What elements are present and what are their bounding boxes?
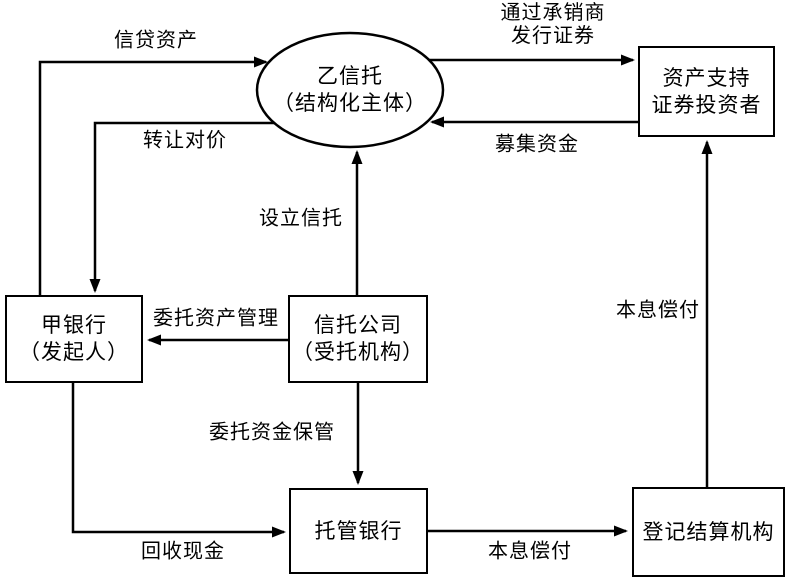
node-bank-a-line1: 甲银行 (41, 313, 107, 337)
edge-label-transfer-consideration: 转让对价 (141, 129, 229, 153)
node-registry-settlement: 登记结算机构 (632, 487, 785, 577)
node-trust-company-line2: （受托机构） (292, 340, 424, 364)
edge-label-entrust-asset-mgmt: 委托资产管理 (151, 307, 281, 331)
edge-label-credit-assets: 信贷资产 (112, 29, 200, 53)
edge-label-issue-securities: 通过承销商 发行证券 (498, 2, 608, 48)
node-investors-line1: 资产支持 (662, 65, 751, 90)
node-asset-backed-investors: 资产支持 证券投资者 (638, 46, 775, 137)
node-investors-line2: 证券投资者 (651, 92, 762, 117)
edge-label-principal-interest-right: 本息偿付 (614, 299, 702, 323)
node-bank-a-originator: 甲银行 （发起人） (5, 295, 143, 383)
node-trust-spv-line1: 乙信托 (317, 64, 383, 88)
edge-label-recovered-cash: 回收现金 (139, 540, 227, 564)
node-bank-a-line2: （发起人） (19, 340, 129, 364)
arrow-recovered-cash (71, 383, 286, 538)
edge-label-establish-trust: 设立信托 (257, 207, 345, 231)
arrow-credit-assets (38, 56, 268, 295)
edge-label-raised-funds: 募集资金 (493, 133, 581, 157)
trust-spv-ellipse (255, 31, 445, 149)
node-custodian-line1: 托管银行 (314, 518, 403, 543)
node-trust-spv: 乙信托 （结构化主体） (258, 50, 442, 130)
node-trust-spv-line2: （结构化主体） (273, 91, 427, 115)
node-registry-line1: 登记结算机构 (642, 519, 775, 544)
edge-label-principal-interest-bottom: 本息偿付 (486, 540, 574, 564)
edge-label-issue-securities-line2: 发行证券 (511, 25, 595, 47)
edge-label-entrust-fund-custody: 委托资金保管 (207, 421, 337, 445)
arrow-transfer-consideration (89, 121, 274, 293)
node-trust-company-trustee: 信托公司 （受托机构） (288, 295, 428, 383)
node-custodian-bank: 托管银行 (289, 488, 428, 574)
node-trust-company-line1: 信托公司 (314, 313, 402, 337)
edge-label-issue-securities-line1: 通过承销商 (500, 2, 606, 24)
